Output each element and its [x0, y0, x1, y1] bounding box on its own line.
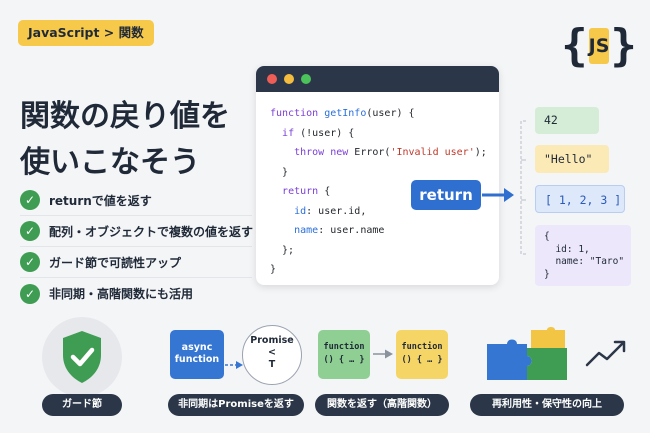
feature-item: ✓ ガード節で可読性アップ	[20, 247, 252, 278]
async-label: async	[181, 342, 213, 353]
return-value-object: { id: 1, name: "Taro" }	[535, 225, 631, 286]
return-value-string: "Hello"	[535, 145, 609, 173]
shield-check-icon	[63, 331, 101, 383]
code-line: id: user.id,	[294, 205, 367, 217]
code-line: name: user.name	[294, 225, 385, 236]
minimize-dot-icon[interactable]	[284, 74, 294, 84]
code-block: function getInfo(user) { if (!user) { th…	[256, 92, 499, 280]
feature-item: ✓ 非同期・高階関数にも活用	[20, 278, 252, 309]
code-line: }	[270, 166, 289, 178]
code-line: if (!user) {	[282, 127, 355, 139]
breadcrumb[interactable]: JavaScript > 関数	[18, 20, 154, 46]
return-value-array: [ 1, 2, 3 ]	[535, 185, 625, 213]
code-line: return {	[282, 186, 331, 197]
page-title: 関数の戻り値を 使いこなそう	[20, 94, 260, 186]
feature-label: 配列・オブジェクトで複数の値を返す	[49, 224, 254, 239]
feature-item: ✓ 配列・オブジェクトで複数の値を返す	[20, 216, 254, 247]
return-value-number: 42	[535, 107, 599, 134]
function-body: () { … }	[323, 355, 365, 365]
check-icon: ✓	[20, 190, 40, 210]
function-label: function	[174, 354, 220, 365]
feature-item: ✓ returnで値を返す	[20, 185, 252, 216]
return-badge: return	[411, 180, 481, 210]
function-body: () { … }	[401, 355, 443, 365]
function-keyword: function	[401, 342, 443, 352]
js-badge: JS	[588, 28, 610, 64]
code-line: throw new Error('Invalid user');	[294, 147, 487, 158]
async-function-box: async function	[170, 330, 224, 379]
puzzle-icon	[487, 327, 567, 380]
function-box-input: function () { … }	[318, 330, 370, 379]
check-icon: ✓	[20, 252, 40, 272]
promise-label: Promise	[250, 335, 294, 346]
close-dot-icon[interactable]	[267, 74, 277, 84]
arrow-right-icon	[225, 361, 243, 369]
feature-label: ガード節で可読性アップ	[49, 255, 182, 270]
code-line: };	[270, 244, 295, 256]
check-icon: ✓	[20, 221, 40, 241]
arrow-right-icon	[482, 188, 514, 202]
code-editor-window: function getInfo(user) { if (!user) { th…	[256, 66, 499, 285]
promise-type: T	[268, 359, 276, 370]
feature-label: 非同期・高階関数にも活用	[49, 287, 194, 301]
maximize-dot-icon[interactable]	[301, 74, 311, 84]
label-guard-clause: ガード節	[42, 394, 122, 416]
label-higher-order: 関数を返す（高階関数）	[315, 394, 449, 416]
check-icon: ✓	[20, 283, 40, 304]
promise-lt: <	[268, 347, 276, 358]
promise-circle: Promise < T	[242, 325, 302, 385]
window-titlebar	[256, 66, 499, 92]
code-line: function getInfo(user) {	[270, 108, 415, 119]
js-logo: { JS }	[561, 18, 637, 74]
arrow-right-icon	[373, 349, 393, 359]
function-keyword: function	[323, 342, 365, 352]
label-async-promise: 非同期はPromiseを返す	[168, 394, 304, 416]
title-line-2: 使いこなそう	[20, 145, 200, 180]
trend-up-icon	[585, 340, 626, 367]
brace-close: }	[610, 20, 637, 71]
feature-label: returnで値を返す	[49, 193, 152, 208]
feature-list: ✓ returnで値を返す ✓ 配列・オブジェクトで複数の値を返す ✓ ガード節…	[20, 185, 254, 309]
label-reusability: 再利用性・保守性の向上	[470, 394, 624, 416]
function-box-output: function () { … }	[396, 330, 448, 379]
brace-open: {	[561, 20, 588, 71]
title-line-1: 関数の戻り値を	[20, 99, 230, 134]
bracket-connector	[520, 120, 526, 255]
code-line: }	[270, 264, 277, 275]
